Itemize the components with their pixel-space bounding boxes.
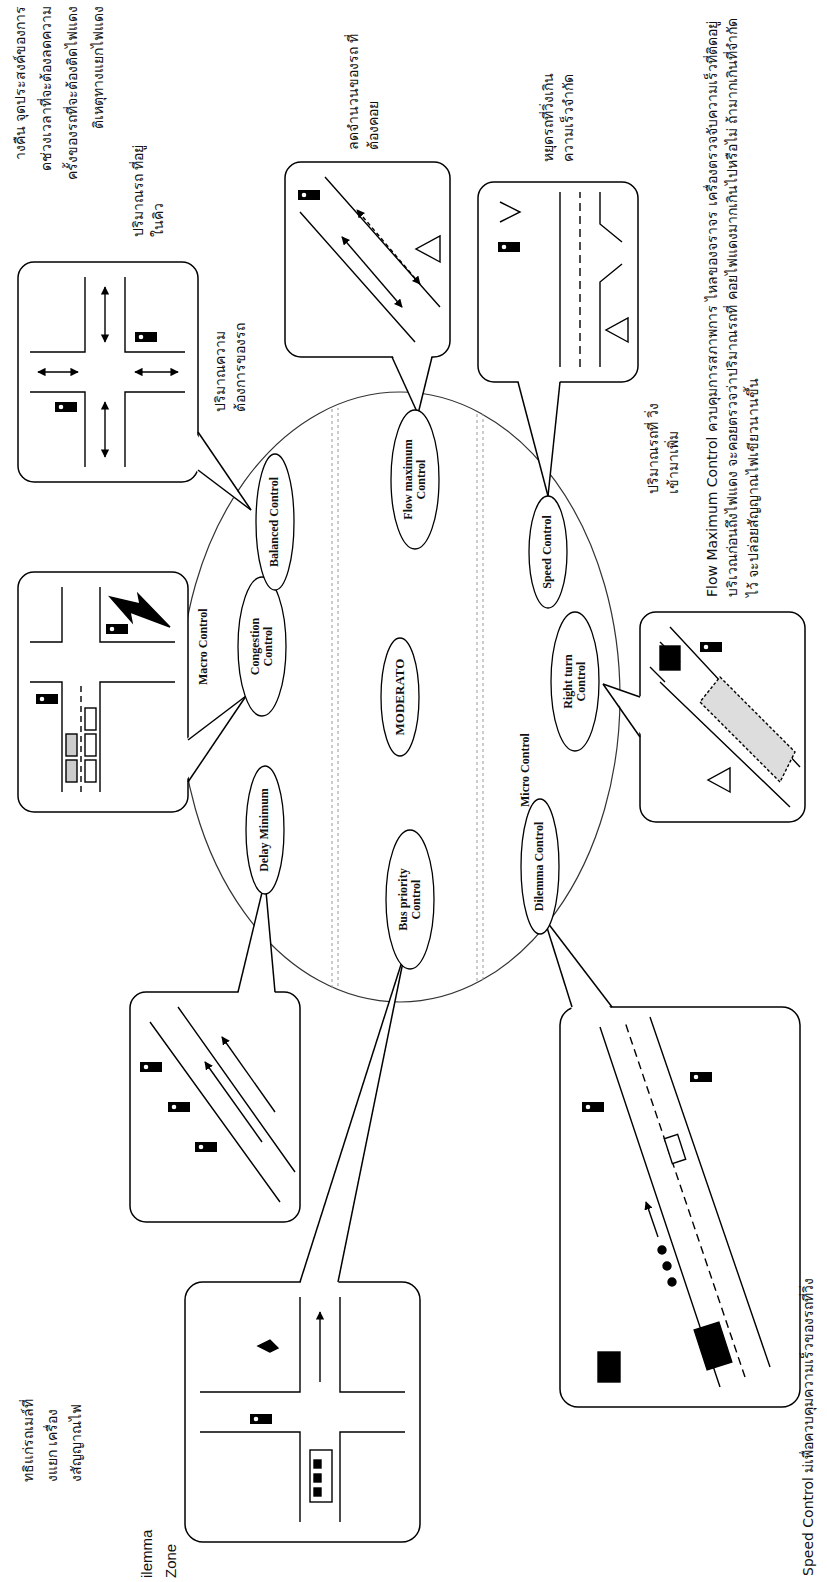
oval-label: Flow maximum Control xyxy=(402,434,429,526)
control-oval: Congestion Control xyxy=(237,576,287,717)
system-name-oval: MODERATO xyxy=(380,637,420,757)
note-text: ดช่วงเวลาที่จะต้องลดความ xyxy=(36,6,56,171)
note-text: งสัญญาณไฟ xyxy=(66,1404,86,1482)
note-text: Zone xyxy=(160,1544,182,1578)
note-text: ปริมาณความ ต้องการของรถ xyxy=(210,300,251,412)
road-sketches xyxy=(30,177,800,1522)
oval-label: Congestion Control xyxy=(249,601,276,693)
control-oval: Speed Control xyxy=(528,495,568,609)
control-oval: Delay Minimum xyxy=(245,765,285,895)
oval-text-group: Flow maximum Control xyxy=(402,434,429,526)
note-text: ทธิแก่รถเมล์ที่ xyxy=(18,1399,38,1482)
note-text: ilemma xyxy=(136,1530,158,1578)
oval-shape xyxy=(381,638,419,756)
control-oval: Flow maximum Control xyxy=(390,409,440,550)
oval-text-group: Delay Minimum xyxy=(258,788,271,872)
control-oval: Right turn Control xyxy=(550,611,600,752)
oval-text-group: Right turn Control xyxy=(562,636,589,728)
control-oval: Balanced Control xyxy=(255,453,295,591)
note-text: ลดจำนวนของรถ ที่ต้องคอย xyxy=(343,32,384,150)
group-label: Macro Control xyxy=(196,608,210,685)
note-text: างคืน จุดประสงค์ของการ xyxy=(10,6,30,160)
note-text: ติเหตุทางแยกไฟแดง xyxy=(88,6,108,129)
oval-label: Speed Control xyxy=(541,515,554,588)
oval-label: Balanced Control xyxy=(268,477,281,567)
oval-shape xyxy=(529,496,567,608)
description-text: Flow Maximum Control ควบคุมการสภาพการ ไห… xyxy=(702,5,763,597)
oval-text-group: Speed Control xyxy=(541,515,554,588)
note-text: หยุดรถที่วิ่งเกิน ความเร็วจำกัด xyxy=(538,34,579,162)
oval-shape xyxy=(238,577,286,716)
system-circle xyxy=(180,392,620,1002)
oval-shape xyxy=(521,799,559,934)
control-oval: Bus priority Control xyxy=(385,829,435,970)
oval-text-group: MODERATO xyxy=(393,659,408,736)
oval-label: Right turn Control xyxy=(562,636,589,728)
oval-label: Delay Minimum xyxy=(258,788,271,872)
oval-shape xyxy=(391,410,439,549)
note-text: ครั้งของรถที่จะต้องติดไฟแดง xyxy=(62,6,82,180)
oval-shape xyxy=(256,454,294,590)
oval-text-group: Balanced Control xyxy=(268,477,281,567)
oval-text-group: Dilemma Control xyxy=(533,822,546,911)
note-text: งแยก เครื่อง xyxy=(42,1409,62,1482)
oval-label: Bus priority Control xyxy=(397,854,424,946)
oval-text-group: Bus priority Control xyxy=(397,854,424,946)
group-label: Micro Control xyxy=(518,733,532,807)
oval-shape xyxy=(551,612,599,751)
control-oval: Dilemma Control xyxy=(520,798,560,935)
note-text: Speed Control ม่เพื่อควบคุมความเร็วของรถ… xyxy=(798,1278,818,1576)
callout-boxes xyxy=(18,162,805,1542)
oval-text-group: Congestion Control xyxy=(249,601,276,693)
oval-shape xyxy=(246,766,284,894)
oval-label: MODERATO xyxy=(393,659,408,736)
oval-shape xyxy=(386,830,434,969)
divider-lines xyxy=(332,406,483,988)
note-text: ปริมาณรถที่ วิ่งเข้ามาเพิ่ม xyxy=(643,386,684,494)
oval-label: Dilemma Control xyxy=(533,822,546,911)
note-text: ปริมาณรถ ที่อยู่ในคิว xyxy=(128,137,169,237)
